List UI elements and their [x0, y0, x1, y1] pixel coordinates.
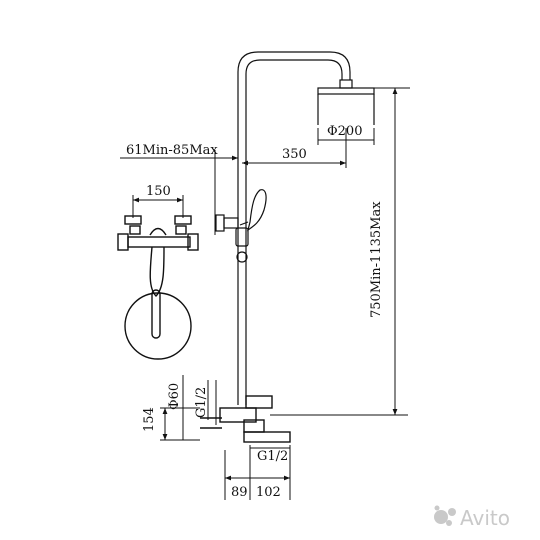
- arm-range-label: 61Min-85Max: [126, 143, 218, 158]
- lower-thread-label: G1/2: [257, 449, 288, 464]
- rain-shower-head: [317, 79, 375, 125]
- mixer-body-front: [117, 215, 199, 360]
- depth-b-label: 102: [256, 485, 281, 500]
- mixer-side-view: [200, 395, 291, 443]
- arm-range-dimension: [120, 150, 238, 235]
- head-diameter-label: Φ200: [327, 124, 362, 139]
- watermark: Avito: [434, 505, 510, 530]
- depth-a-label: 89: [231, 485, 248, 500]
- hand-shower: [215, 189, 267, 263]
- side-view-dimensions: [160, 375, 291, 500]
- shower-column: [237, 51, 351, 405]
- inlet-spacing-label: 150: [146, 184, 171, 199]
- watermark-text: Avito: [460, 506, 510, 530]
- height-range-label: 750Min-1135Max: [369, 201, 384, 318]
- arm-length-dimension: [242, 128, 347, 168]
- mixer-height-label: 154: [142, 407, 157, 432]
- upper-thread-label: G1/2: [194, 387, 209, 418]
- height-dimension: [270, 87, 410, 416]
- mixer-front-view: [132, 195, 184, 218]
- arm-length-label: 350: [282, 147, 307, 162]
- escutcheon-diameter-label: Φ60: [167, 383, 182, 410]
- avito-logo-icon: [434, 505, 456, 526]
